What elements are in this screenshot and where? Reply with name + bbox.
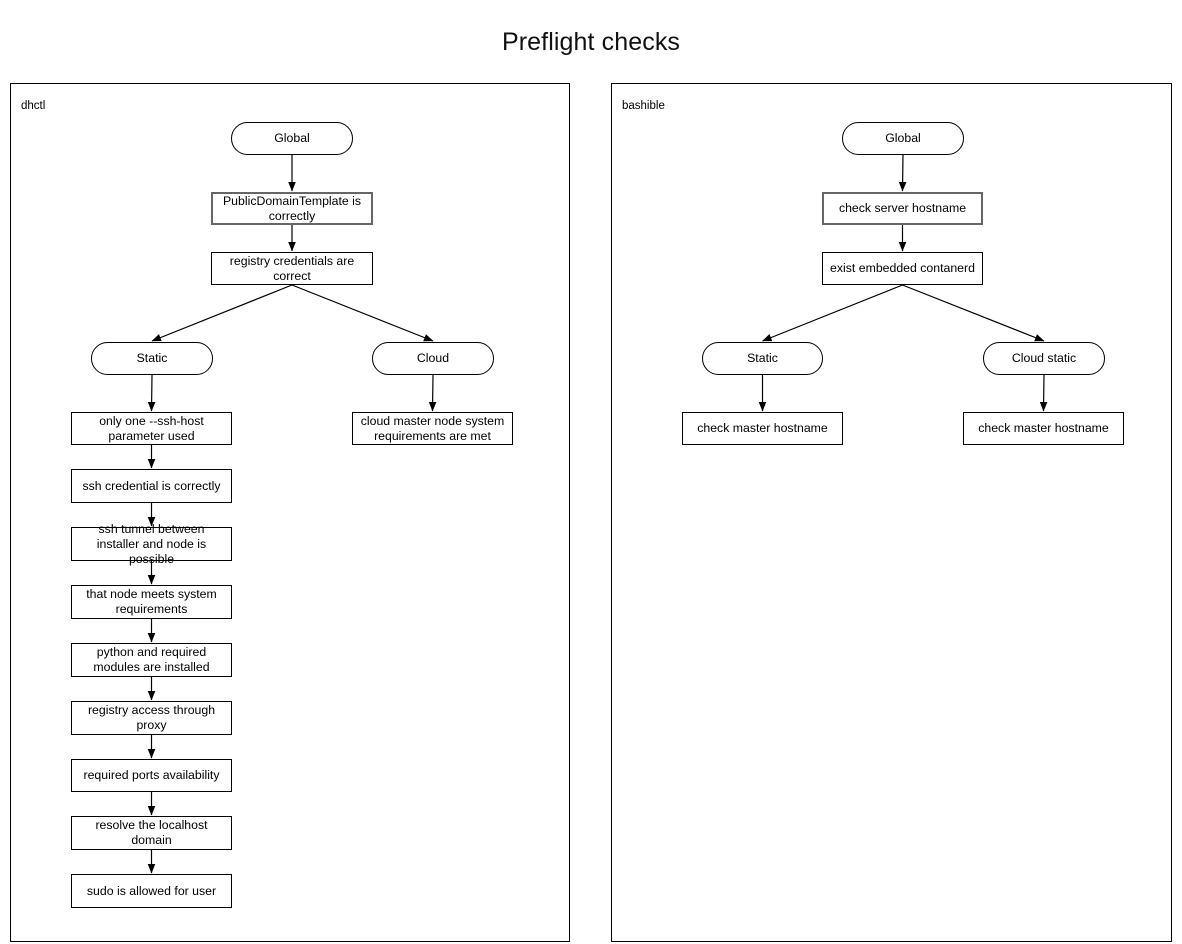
- node-label: Global: [885, 131, 921, 145]
- node-label: sudo is allowed for user: [86, 883, 217, 898]
- node-dhctl-proxy[interactable]: registry access through proxy: [71, 701, 232, 735]
- node-bash-cloud-static[interactable]: Cloud static: [983, 342, 1105, 375]
- node-label: cloud master node system requirements ar…: [360, 413, 505, 443]
- node-dhctl-cloud[interactable]: Cloud: [372, 342, 494, 375]
- node-label: that node meets system requirements: [86, 587, 217, 616]
- node-bash-containerd[interactable]: exist embedded contanerd: [822, 252, 983, 285]
- node-label: Static: [747, 351, 778, 365]
- node-label: python and required modules are installe…: [93, 645, 210, 674]
- node-label: required ports availability: [83, 768, 220, 782]
- node-dhctl-pdt[interactable]: PublicDomainTemplate is correctly: [211, 192, 373, 225]
- node-dhctl-static[interactable]: Static: [91, 342, 213, 375]
- panel-dhctl: dhctl: [10, 83, 570, 942]
- node-bash-static[interactable]: Static: [702, 342, 823, 375]
- node-label: ssh credential is correctly: [82, 478, 221, 493]
- node-label: only one --ssh-host parameter used: [99, 413, 204, 443]
- node-dhctl-ssh-cred[interactable]: ssh credential is correctly: [71, 469, 232, 503]
- node-label: Static: [136, 351, 168, 365]
- node-label: check master hostname: [978, 421, 1109, 435]
- node-label: resolve the localhost domain: [95, 818, 208, 847]
- node-dhctl-sudo[interactable]: sudo is allowed for user: [71, 874, 232, 908]
- node-bash-master-host-2[interactable]: check master hostname: [963, 412, 1124, 445]
- node-label: Cloud static: [1011, 351, 1077, 365]
- node-bash-global[interactable]: Global: [842, 122, 964, 155]
- panel-label-dhctl: dhctl: [21, 100, 46, 112]
- panel-bashible: bashible: [611, 83, 1172, 942]
- node-dhctl-registry-cred[interactable]: registry credentials are correct: [211, 252, 373, 285]
- node-dhctl-ssh-host[interactable]: only one --ssh-host parameter used: [71, 412, 232, 445]
- node-bash-master-host-1[interactable]: check master hostname: [682, 412, 843, 445]
- node-label: Global: [274, 131, 310, 145]
- node-label: ssh tunnel between installer and node is…: [96, 521, 207, 566]
- node-dhctl-localhost[interactable]: resolve the localhost domain: [71, 816, 232, 850]
- node-dhctl-python[interactable]: python and required modules are installe…: [71, 643, 232, 677]
- node-dhctl-global[interactable]: Global: [231, 122, 353, 155]
- page-title: Preflight checks: [501, 27, 681, 56]
- node-dhctl-ssh-tunnel[interactable]: ssh tunnel between installer and node is…: [71, 522, 232, 566]
- panel-label-bashible: bashible: [622, 100, 665, 112]
- node-dhctl-node-meets[interactable]: that node meets system requirements: [71, 585, 232, 619]
- node-label: Cloud: [416, 351, 450, 365]
- node-dhctl-ports[interactable]: required ports availability: [71, 759, 232, 792]
- node-label: PublicDomainTemplate is correctly: [222, 193, 362, 223]
- node-dhctl-cloud-master[interactable]: cloud master node system requirements ar…: [352, 412, 513, 445]
- node-label: check master hostname: [697, 421, 828, 435]
- node-label: check server hostname: [838, 201, 967, 215]
- node-label: exist embedded contanerd: [830, 261, 975, 275]
- node-label: registry access through proxy: [87, 703, 216, 732]
- node-label: registry credentials are correct: [229, 253, 355, 283]
- node-bash-server-host[interactable]: check server hostname: [822, 192, 983, 225]
